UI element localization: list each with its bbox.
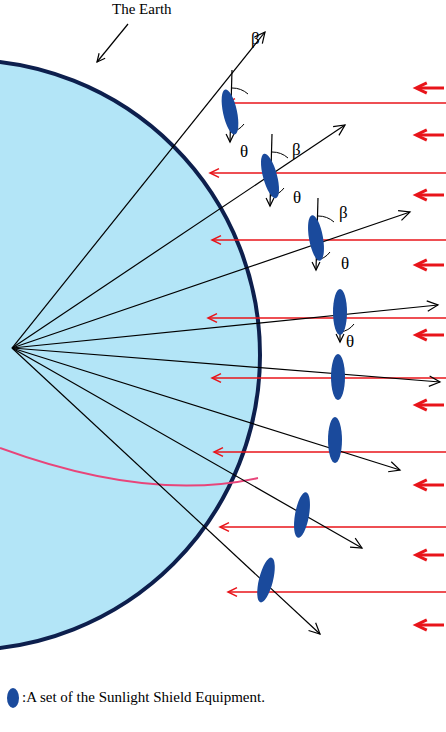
sunlight-ray-head: [212, 374, 221, 383]
sunlight-arrow: [418, 334, 444, 337]
radial-arrowhead: [429, 376, 440, 386]
sunlight-arrow: [418, 404, 444, 407]
sunlight-ray-head: [220, 523, 229, 532]
sunlight-arrow: [418, 264, 444, 267]
sunlight-arrowhead: [416, 330, 427, 340]
radial-line: [12, 348, 320, 634]
sunlight-arrowhead: [416, 130, 427, 140]
angle-label: θ: [346, 333, 354, 350]
sunlight-arrow: [418, 87, 444, 90]
sunlight-ray-head: [212, 236, 221, 245]
vertical-arrowhead: [312, 262, 320, 270]
sunlight-arrowhead: [416, 260, 427, 270]
shield-equipment: [254, 556, 279, 604]
sunlight-ray: [208, 317, 446, 319]
shield-equipment: [328, 417, 342, 463]
earth-label: The Earth: [112, 2, 172, 17]
sunlight-ray: [212, 377, 446, 379]
sunlight-arrow: [418, 484, 444, 487]
radial-arrowhead: [333, 125, 345, 135]
radial-arrowhead: [388, 462, 400, 472]
radial-arrowhead: [398, 211, 410, 221]
radial-arrowhead: [309, 623, 320, 634]
sunlight-arrowhead: [416, 620, 427, 630]
sunlight-ray-head: [210, 169, 219, 178]
sunlight-arrowhead: [416, 83, 427, 93]
shield-equipment: [331, 354, 345, 400]
shield-group: [7, 88, 347, 708]
radial-line: [12, 125, 345, 348]
angle-label: θ: [341, 255, 349, 272]
shield-equipment: [333, 289, 347, 335]
legend-text: :A set of the Sunlight Shield Equipment.: [22, 690, 265, 705]
radial-line: [12, 32, 265, 348]
radial-line: [12, 348, 400, 470]
radial-arrowhead: [350, 538, 362, 548]
radial-line: [12, 305, 438, 348]
shield-equipment: [218, 88, 241, 136]
leader-line: [97, 24, 128, 62]
sunlight-arrowhead: [416, 190, 427, 200]
sunlight-arrowhead: [416, 400, 427, 410]
sunlight-arrow: [418, 624, 444, 627]
sunlight-arrow: [418, 194, 444, 197]
legend-sample: [7, 688, 19, 708]
sunlight-ray-head: [214, 448, 223, 457]
radial-line: [12, 348, 362, 548]
vertical-arrowhead: [336, 334, 344, 342]
sunlight-ray: [210, 172, 446, 174]
vertical-arrowhead: [226, 134, 234, 142]
leader-arrowhead: [97, 53, 105, 62]
sunlight-arrow: [418, 554, 444, 557]
angle-label: θ: [240, 143, 248, 160]
angle-label: β: [292, 141, 301, 158]
angle-label: β: [339, 204, 348, 221]
sunlight-arrow: [418, 134, 444, 137]
shield-equipment: [291, 491, 313, 539]
sunlight-ray: [220, 526, 446, 528]
radial-arrowhead: [427, 301, 438, 311]
shield-equipment: [257, 152, 282, 200]
beta-arc: [318, 216, 334, 222]
sunlight-ray-head: [228, 588, 237, 597]
ray-group: [12, 24, 446, 634]
beta-arc: [232, 88, 248, 94]
sunlight-arrowhead: [416, 480, 427, 490]
radial-line: [12, 348, 440, 382]
sunlight-arrowhead: [416, 550, 427, 560]
earth-disc: [0, 60, 260, 650]
beta-arc: [272, 152, 288, 158]
vertical-arrowhead: [266, 198, 274, 206]
angle-label: β: [251, 30, 260, 47]
angle-label: θ: [293, 189, 301, 206]
sunlight-ray: [226, 102, 446, 104]
sunlight-ray-head: [208, 314, 217, 323]
shield-equipment: [305, 214, 327, 262]
